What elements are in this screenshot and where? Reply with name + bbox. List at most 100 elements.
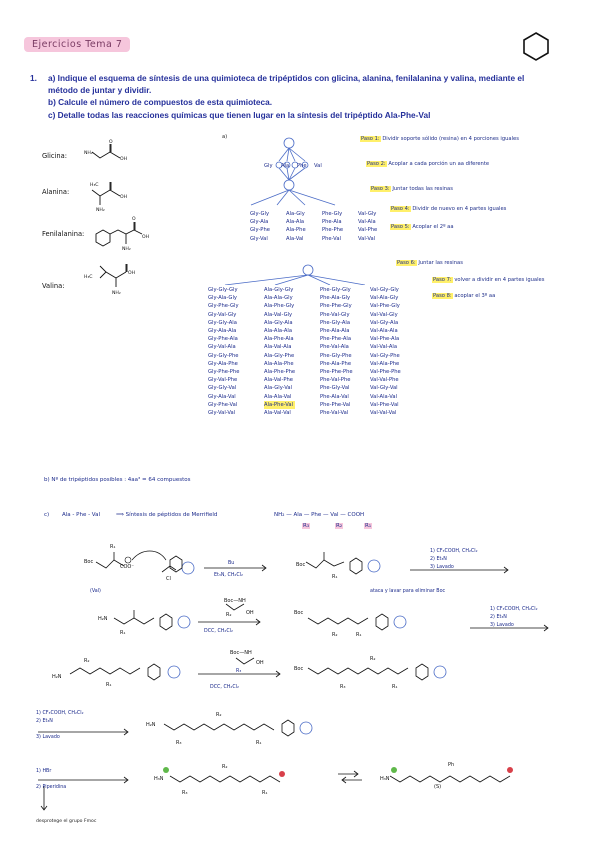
green-dot-icon	[163, 767, 169, 773]
tripeptide: Phe-Val-Ala	[320, 344, 349, 351]
tripeptide-column-phe: Phe-Gly-Gly Phe-Ala-Gly Phe-Phe-Gly Phe-…	[320, 286, 353, 417]
rxn4-r1-label: R₁	[256, 740, 261, 746]
fenilalanina-oh-label: OH	[142, 234, 149, 240]
tripeptide: Ala-Gly-Gly	[264, 287, 294, 293]
dipeptide: Val-Gly	[358, 211, 377, 217]
rxn1-boc-label: Boc	[84, 559, 93, 565]
rxn1-reactant-note: (Val)	[90, 588, 101, 594]
chain-r3: R₃	[302, 523, 311, 529]
tripeptide: Phe-Ala-Gly	[320, 295, 351, 302]
dipeptide: Phe-Ala	[322, 219, 342, 226]
dipeptide: Gly-Ala	[250, 219, 269, 226]
dipeptide: Phe-Phe	[322, 227, 344, 234]
rxn3-r2-label: R₂	[84, 658, 89, 664]
tripeptide: Gly-Val-Phe	[208, 377, 238, 384]
aa-label-valina: Valina:	[42, 282, 65, 290]
tripeptide: Val-Phe-Ala	[370, 336, 400, 343]
tripeptide: Gly-Gly-Val	[208, 385, 237, 392]
rxn3-conditions: DCC, CH₂Cl₂	[210, 684, 239, 690]
rxn2-conditions: DCC, CH₂Cl₂	[204, 628, 233, 634]
rxn4-r3-label: R₃	[176, 740, 181, 746]
rxn3-reagent-r: R₃	[236, 668, 241, 674]
tripeptide: Ala-Gly-Val	[264, 385, 293, 392]
dipeptide: Val-Val	[358, 235, 376, 242]
rxn3-product-r3-label: R₃	[340, 684, 345, 690]
tripeptide: Ala-Phe-Gly	[264, 303, 295, 310]
tripeptide: Phe-Val-Phe	[320, 377, 351, 384]
top-aa-ala: Ala	[281, 163, 290, 169]
step-2: Paso 2: Acoplar a cada porción un aa dif…	[366, 161, 490, 167]
tripeptide: Ala-Val-Gly	[264, 311, 293, 318]
tripeptide: Phe-Ala-Phe	[320, 360, 352, 367]
question-c: c) Detalle todas las reacciones químicas…	[48, 109, 431, 120]
dipeptide: Ala-Val	[286, 235, 304, 242]
tripeptide: Gly-Phe-Val	[208, 401, 238, 408]
rxn1-coo-label: COO⁻	[120, 564, 134, 570]
part-b-answer: b) Nº de tripéptidos posibles : 4aa³ = 6…	[44, 477, 191, 483]
dipeptide: Ala-Ala	[286, 219, 305, 226]
part-c-method: ⟹ Síntesis de péptidos de Merrifield	[116, 512, 218, 518]
red-dot-icon	[507, 767, 513, 773]
tripeptide: Phe-Gly-Val	[320, 385, 350, 392]
rxn2-step-1: 1) CF₃COOH, CH₂Cl₂	[490, 606, 538, 612]
tripeptide: Phe-Ala-Val	[320, 393, 349, 400]
tripeptide: Phe-Ala-Ala	[320, 328, 350, 335]
tripeptide: Gly-Phe-Ala	[208, 336, 238, 343]
rxn3-reagent-top: Boc—NH	[230, 650, 252, 656]
tripeptide: Val-Ala-Val	[370, 393, 398, 400]
valina-h3c-label: H₃C	[84, 274, 93, 280]
rxn1-r1-label: R₁	[110, 544, 115, 550]
tripeptide: Ala-Phe-Phe	[264, 369, 296, 376]
rxn4-step-1: 1) CF₃COOH, CH₂Cl₂	[36, 710, 84, 716]
tripeptide: Val-Ala-Gly	[370, 295, 399, 302]
dipeptide: Phe-Val	[322, 235, 341, 242]
glicina-oh-label: OH	[120, 156, 127, 162]
tripeptide: Ala-Ala-Gly	[264, 295, 293, 302]
tripeptide: Phe-Phe-Phe	[320, 369, 353, 376]
rxn3-r1-label: R₁	[106, 682, 111, 688]
rxn5-product-h3n-label: H₃N	[380, 776, 390, 782]
green-dot-icon	[391, 767, 397, 773]
chain-r2: R₂	[335, 523, 344, 529]
red-dot-icon	[279, 771, 285, 777]
rxn2-product-r1-label: R₁	[356, 632, 361, 638]
rxn2-r1-label: R₁	[120, 630, 125, 636]
rxn1-step-3: 3) Lavado	[430, 564, 454, 570]
tripeptide: Phe-Gly-Ala	[320, 319, 351, 326]
rxn5-product-ph-label: Ph	[448, 762, 454, 768]
reaction-1: Boc COO⁻ R₁ Cl Boc R₁ (Val) Bu Et₃N, CH₂…	[84, 544, 509, 594]
tripeptide: Val-Gly-Val	[370, 385, 398, 392]
rxn2-reagent-top: Boc—NH	[224, 598, 246, 604]
valina-nh2-label: NH₂	[112, 290, 121, 296]
tripeptide: Val-Val-Phe	[370, 377, 399, 384]
aa-label-alanina: Alanina:	[42, 188, 70, 196]
tripeptide: Val-Ala-Ala	[370, 328, 398, 335]
tripeptide: Gly-Ala-Phe	[208, 360, 238, 367]
rxn3-product-r2-label: R₂	[370, 656, 375, 662]
step-8: Paso 8: acoplar el 3º aa	[432, 293, 496, 299]
tripeptide: Phe-Gly-Phe	[320, 352, 352, 359]
question-block: 1. a) Indique el esquema de síntesis de …	[30, 72, 556, 121]
dipeptide: Gly-Phe	[250, 227, 270, 234]
hexagon-icon	[523, 32, 549, 61]
tripeptide-column-ala: Ala-Gly-Gly Ala-Ala-Gly Ala-Phe-Gly Ala-…	[264, 286, 296, 417]
fenilalanina-o-label: O	[132, 216, 136, 222]
rxn5-step-1: 1) HBr	[36, 768, 51, 774]
dipeptide: Gly-Gly	[250, 211, 270, 217]
reaction-4: H₂N R₃ R₂ R₁ 1) CF₃COOH, CH₂Cl₂ 2) Et₃N …	[36, 710, 313, 746]
dipeptide: Ala-Phe	[286, 227, 306, 234]
reaction-5: H₃N R₃ R₂ R₁ H₃N Ph (S) 1) HBr 2) Piperi…	[36, 762, 513, 824]
rxn2-product-boc-label: Boc	[294, 610, 303, 616]
part-c-target: Ala - Phe - Val	[62, 512, 101, 518]
rxn1-step-1: 1) CF₃COOH, CH₂Cl₂	[430, 548, 478, 554]
tripeptide: Val-Ala-Phe	[370, 360, 400, 367]
dipeptide: Ala-Gly	[286, 211, 305, 217]
tripeptide: Ala-Ala-Ala	[264, 328, 293, 335]
tripeptide: Phe-Val-Val	[320, 410, 349, 417]
step-5: Paso 5: Acoplar el 2º aa	[390, 224, 454, 230]
question-number: 1.	[30, 73, 37, 83]
tripeptide: Val-Gly-Gly	[370, 287, 399, 293]
tripeptide: Val-Phe-Val	[370, 401, 399, 408]
tripeptide: Phe-Phe-Ala	[320, 336, 352, 343]
tripeptide: Phe-Phe-Gly	[320, 303, 352, 310]
